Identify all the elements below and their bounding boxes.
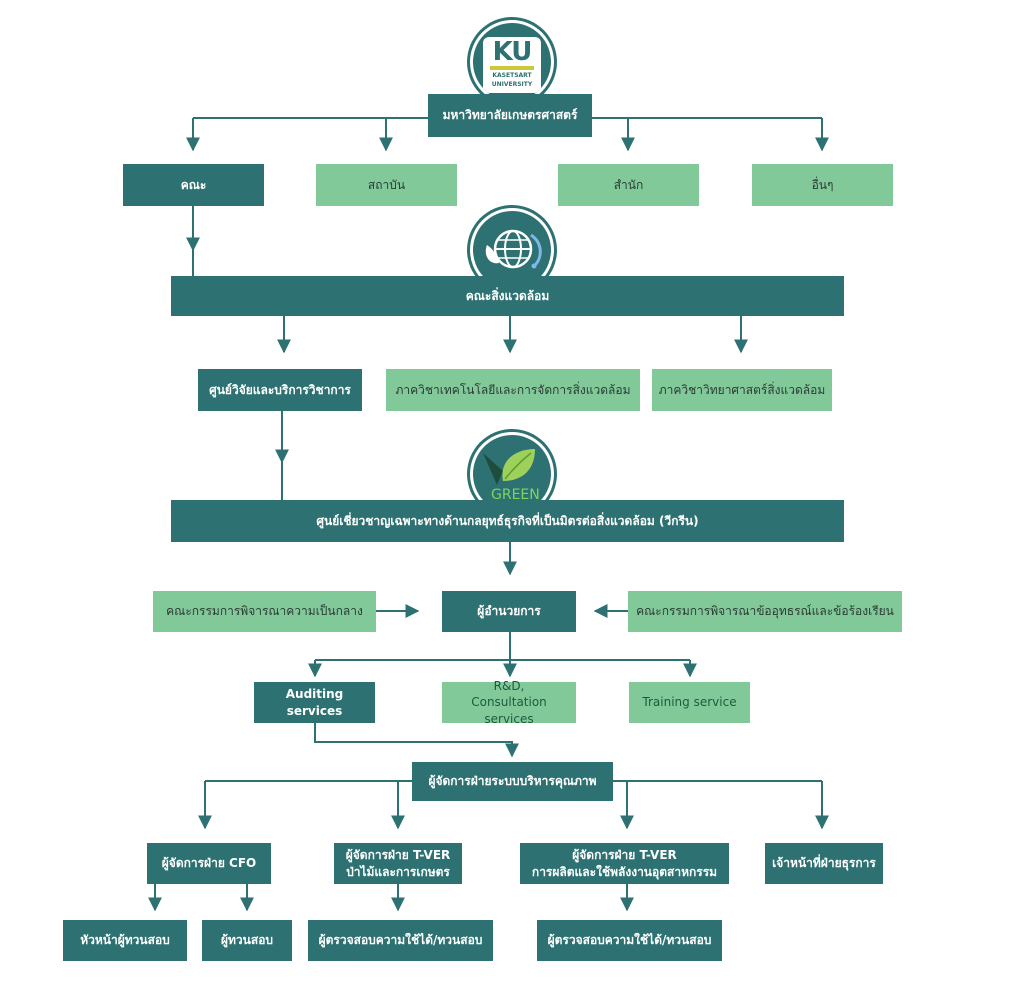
dept-env-tech-box: ภาควิชาเทคโนโลยีและการจัดการสิ่งแวดล้อม <box>386 369 640 411</box>
ku-logo: KU KASETSART UNIVERSITY <box>470 20 554 104</box>
lead-verifier-box: หัวหน้าผู้ทวนสอบ <box>63 920 187 961</box>
ku-logo-text-2: UNIVERSITY <box>491 81 533 88</box>
director-box: ผู้อำนวยการ <box>442 591 576 632</box>
ku-logo-bar <box>490 66 534 70</box>
service-rd-consulting: R&D, Consultation services <box>442 679 576 726</box>
energy-validator-box: ผู้ตรวจสอบความใช้ได้/ทวนสอบ <box>537 920 722 961</box>
ku-logo-mark: KU KASETSART UNIVERSITY <box>483 37 541 93</box>
faculty-box: คณะสิ่งแวดล้อม <box>171 276 844 316</box>
research-center-box: ศูนย์วิจัยและบริการวิชาการ <box>198 369 362 411</box>
impartiality-committee-box: คณะกรรมการพิจารณาความเป็นกลาง <box>153 591 376 632</box>
dept-tver-forestry-box: ผู้จัดการฝ่าย T-VER ป่าไม้และการเกษตร <box>334 843 462 884</box>
ku-logo-text-1: KASETSART <box>492 72 532 79</box>
verifier-box: ผู้ทวนสอบ <box>202 920 292 961</box>
service-training: Training service <box>629 682 750 723</box>
unit-institutes: สถาบัน <box>316 164 457 206</box>
unit-others: อื่นๆ <box>752 164 893 206</box>
globe-leaf-icon <box>485 229 542 269</box>
quality-manager-box: ผู้จัดการฝ่ายระบบบริหารคุณภาพ <box>412 762 613 801</box>
unit-faculties: คณะ <box>123 164 264 206</box>
center-box: ศูนย์เชี่ยวชาญเฉพาะทางด้านกลยุทธ์ธุรกิจท… <box>171 500 844 542</box>
admin-staff-box: เจ้าหน้าที่ฝ่ายธุรการ <box>765 843 883 884</box>
university-box: มหาวิทยาลัยเกษตรศาสตร์ <box>428 94 592 137</box>
forestry-validator-box: ผู้ตรวจสอบความใช้ได้/ทวนสอบ <box>308 920 493 961</box>
vgreen-logo-word: GREEN <box>491 487 540 503</box>
leaf-icon <box>483 449 535 485</box>
dept-cfo-box: ผู้จัดการฝ่าย CFO <box>147 843 271 884</box>
service-auditing: Auditing services <box>254 682 375 723</box>
appeals-committee-box: คณะกรรมการพิจารณาข้ออุทธรณ์และข้อร้องเรี… <box>628 591 902 632</box>
dept-tver-energy-box: ผู้จัดการฝ่าย T-VER การผลิตและใช้พลังงาน… <box>520 843 729 884</box>
ku-logo-letters: KU <box>492 37 533 67</box>
dept-env-science-box: ภาควิชาวิทยาศาสตร์สิ่งแวดล้อม <box>652 369 832 411</box>
unit-offices: สำนัก <box>558 164 699 206</box>
